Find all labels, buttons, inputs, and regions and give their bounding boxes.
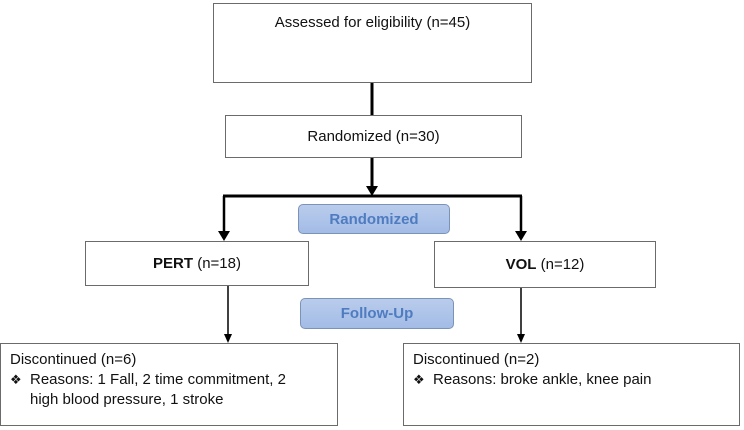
- connector-lines: [223, 83, 522, 198]
- arrowhead-vol: [515, 231, 527, 241]
- arrowhead-randomized-stem: [366, 186, 378, 196]
- pert-count: (n=18): [197, 254, 241, 272]
- eligibility-text: Assessed for eligibility (n=45): [274, 14, 471, 31]
- randomized-label-text: Randomized: [329, 210, 419, 228]
- vol-reasons: ❖ Reasons: broke ankle, knee pain: [413, 370, 739, 390]
- vol-box: VOL (n=12): [434, 241, 656, 288]
- vol-discontinued-box: Discontinued (n=2) ❖ Reasons: broke ankl…: [403, 343, 740, 426]
- diamond-bullet-icon: ❖: [10, 372, 22, 387]
- pert-box: PERT (n=18): [85, 241, 309, 286]
- followup-lines: [227, 286, 522, 335]
- arrowheads: [218, 186, 527, 343]
- pert-reasons: ❖ Reasons: 1 Fall, 2 time commitment, 2 …: [10, 370, 337, 410]
- pert-discontinued-box: Discontinued (n=6) ❖ Reasons: 1 Fall, 2 …: [0, 343, 338, 426]
- randomized-label: Randomized: [298, 204, 450, 234]
- vol-name: VOL: [505, 255, 537, 273]
- vol-reasons-text: Reasons: broke ankle, knee pain: [433, 371, 652, 388]
- pert-discontinued-title: Discontinued (n=6): [10, 351, 137, 368]
- arrowhead-pert: [218, 231, 230, 241]
- pert-reasons-text: Reasons: 1 Fall, 2 time commitment, 2 hi…: [30, 370, 286, 410]
- eligibility-box: Assessed for eligibility (n=45): [213, 3, 532, 83]
- vol-discontinued-title: Discontinued (n=2): [413, 351, 540, 368]
- follow-up-label-text: Follow-Up: [340, 305, 414, 322]
- follow-up-label: Follow-Up: [300, 298, 454, 329]
- randomized-box: Randomized (n=30): [225, 115, 522, 158]
- pert-reasons-line2: high blood pressure, 1 stroke: [30, 391, 224, 408]
- pert-name: PERT: [153, 254, 194, 272]
- randomized-text: Randomized (n=30): [307, 127, 440, 145]
- diamond-bullet-icon: ❖: [413, 372, 425, 387]
- branch-lines: [222, 196, 523, 233]
- arrowhead-pert-discontinued: [224, 334, 232, 343]
- pert-reasons-line1: Reasons: 1 Fall, 2 time commitment, 2: [30, 371, 286, 388]
- arrowhead-vol-discontinued: [517, 334, 525, 343]
- vol-count: (n=12): [540, 255, 585, 273]
